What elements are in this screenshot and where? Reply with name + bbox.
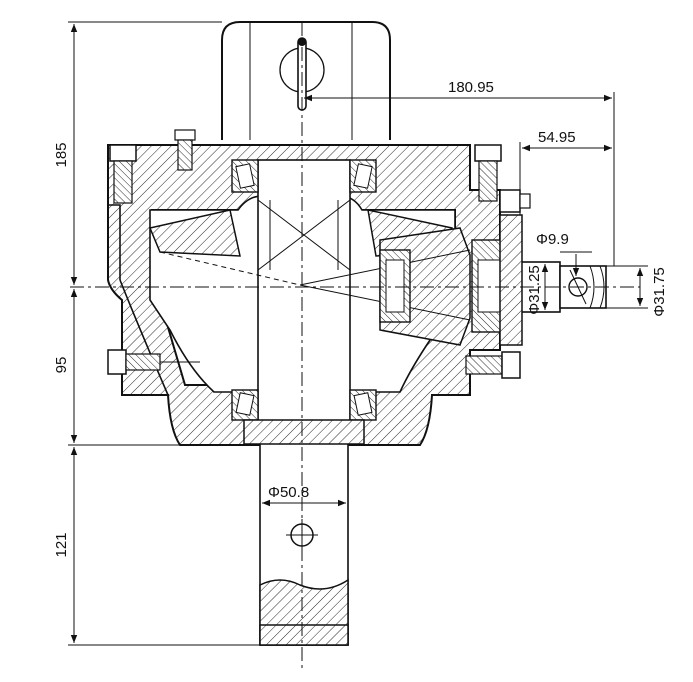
dim-54-95: 54.95 xyxy=(538,129,576,146)
dim-180-95: 180.95 xyxy=(448,79,494,96)
bolt-top-left xyxy=(109,144,137,204)
dim-dia-31-75: Φ31.75 xyxy=(651,267,668,317)
dim-dia-50-8: Φ50.8 xyxy=(268,484,309,501)
upper-bearing xyxy=(231,159,377,193)
bolt-right-top xyxy=(499,189,531,213)
dim-dia-31-25: Φ31.25 xyxy=(526,265,543,315)
bottom-seal xyxy=(243,419,365,445)
bolt-left-mid xyxy=(107,349,200,375)
input-flange xyxy=(499,214,523,346)
dim-dia-9-9: Φ9.9 xyxy=(536,231,569,248)
top-cap xyxy=(221,21,391,140)
lower-bearing xyxy=(231,389,377,421)
bolt-top-right xyxy=(474,144,502,202)
bolt-right-low xyxy=(465,351,521,379)
dim-121: 121 xyxy=(53,532,70,557)
plug-top xyxy=(174,129,196,171)
dim-185: 185 xyxy=(53,142,70,167)
output-shaft xyxy=(257,159,351,646)
dim-95: 95 xyxy=(53,357,70,374)
